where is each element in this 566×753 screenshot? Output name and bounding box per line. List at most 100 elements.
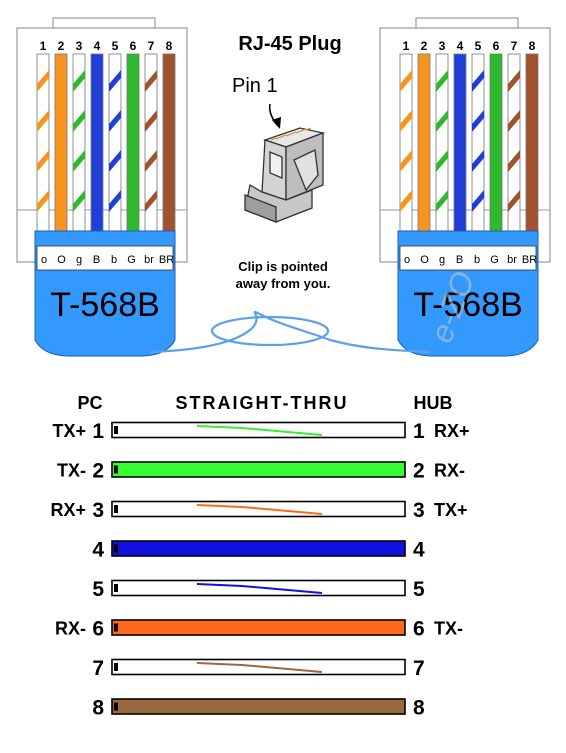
right-pin-number: 7 xyxy=(413,657,425,680)
wire-end-cap xyxy=(114,426,118,434)
pc-header: PC xyxy=(77,393,102,413)
wire-code-label: BR xyxy=(522,254,537,266)
wire-code-label: g xyxy=(76,254,82,266)
hub-header: HUB xyxy=(414,393,453,413)
plug-pin-number: 6 xyxy=(493,39,500,53)
left-pin-number: 1 xyxy=(92,420,104,443)
plug-contacts xyxy=(270,127,312,141)
wire-code-label: b xyxy=(111,254,117,266)
plug-pin-number: 7 xyxy=(148,39,155,53)
plug-standard-label: T-568B xyxy=(413,286,523,324)
wire-bar xyxy=(111,619,406,636)
plug-wire xyxy=(162,53,176,235)
plug-pin-number: 5 xyxy=(112,39,119,53)
plug-wire xyxy=(489,53,503,235)
right-pin-number: 3 xyxy=(413,499,425,522)
plug-pin-number: 3 xyxy=(76,39,83,53)
wire-end-cap xyxy=(114,505,118,513)
plug-pin-number: 8 xyxy=(529,39,536,53)
wire-stripe xyxy=(196,504,323,515)
left-pin-number: 7 xyxy=(92,657,104,680)
wire-code-label: br xyxy=(507,254,517,266)
plug-pin-number: 6 xyxy=(130,39,137,53)
plug-wire xyxy=(435,53,449,235)
right-pin-number: 1 xyxy=(413,420,425,443)
plug-wire xyxy=(72,53,86,235)
wire-bar xyxy=(111,540,406,557)
left-signal-label: RX+ xyxy=(50,500,86,520)
pin1-arrow xyxy=(268,103,281,129)
right-pin-number: 4 xyxy=(413,539,425,562)
plug-wire xyxy=(54,53,68,235)
wire-code-label: G xyxy=(127,254,136,266)
wire-stripe xyxy=(196,425,323,436)
left-pin-number: 5 xyxy=(92,578,104,601)
plug-pin-number: 1 xyxy=(40,39,47,53)
plug-wire xyxy=(525,53,539,235)
wire-end-cap xyxy=(114,465,118,474)
right-signal-label: RX+ xyxy=(434,421,470,441)
plug-wire xyxy=(399,53,413,235)
wire-code-strip xyxy=(399,245,537,271)
wire-code-label: BR xyxy=(159,254,174,266)
wire-row: RX+ 3 3 TX+ xyxy=(50,499,467,522)
wire-code-label: o xyxy=(41,254,47,266)
left-signal-label: RX- xyxy=(55,619,86,639)
plug-wire xyxy=(417,53,431,235)
right-signal-label: TX+ xyxy=(434,500,468,520)
straight-thru-header: STRAIGHT-THRU xyxy=(176,393,349,413)
right-pin-number: 6 xyxy=(413,618,425,641)
left-signal-label: TX- xyxy=(57,461,86,481)
wire-end-cap xyxy=(114,623,118,632)
plug-wire xyxy=(144,53,158,235)
wire-row: RX- 6 6 TX- xyxy=(55,618,463,641)
wire-end-cap xyxy=(114,544,118,553)
plug-pin-number: 5 xyxy=(475,39,482,53)
wire-code-label: br xyxy=(144,254,154,266)
plug-pin-number: 4 xyxy=(457,39,464,53)
wire-code-label: g xyxy=(439,254,445,266)
left-pin-number: 6 xyxy=(92,618,104,641)
left-pin-number: 8 xyxy=(92,697,104,720)
plug-wire xyxy=(108,53,122,235)
left-pin-number: 3 xyxy=(92,499,104,522)
left-pin-number: 2 xyxy=(92,460,104,483)
plug-clip-tab xyxy=(415,17,519,29)
wire-bar xyxy=(111,461,406,478)
plug-pin-number: 4 xyxy=(94,39,101,53)
plug-clip-tab xyxy=(52,17,156,29)
wire-code-label: G xyxy=(490,254,499,266)
plug-pin-number: 1 xyxy=(403,39,410,53)
plug-wire xyxy=(453,53,467,235)
rj45-plug-illustration xyxy=(244,127,326,223)
diagram-title: RJ-45 Plug xyxy=(238,33,341,55)
right-pin-number: 2 xyxy=(413,460,425,483)
cable-loop xyxy=(210,315,330,347)
pin1-label: Pin 1 xyxy=(232,75,278,97)
wire-code-label: o xyxy=(404,254,410,266)
plug-wire xyxy=(36,53,50,235)
plug-pin-number: 7 xyxy=(511,39,518,53)
plug-wire xyxy=(507,53,521,235)
right-signal-label: RX- xyxy=(434,461,465,481)
wire-bar xyxy=(111,698,406,715)
wire-stripe xyxy=(196,583,323,594)
plug-wire xyxy=(471,53,485,235)
plug-standard-label: T-568B xyxy=(50,286,160,324)
left-pin-number: 4 xyxy=(92,539,104,562)
plug-wire xyxy=(126,53,140,235)
plug-pin-number: 3 xyxy=(439,39,446,53)
wire-row: TX- 2 2 RX- xyxy=(57,460,465,483)
wire-code-label: O xyxy=(420,254,429,266)
wire-code-label: B xyxy=(93,254,100,266)
wire-end-cap xyxy=(114,663,118,671)
wire-code-strip xyxy=(36,245,174,271)
right-pin-number: 5 xyxy=(413,578,425,601)
right-signal-label: TX- xyxy=(434,619,463,639)
wire-code-label: O xyxy=(57,254,66,266)
